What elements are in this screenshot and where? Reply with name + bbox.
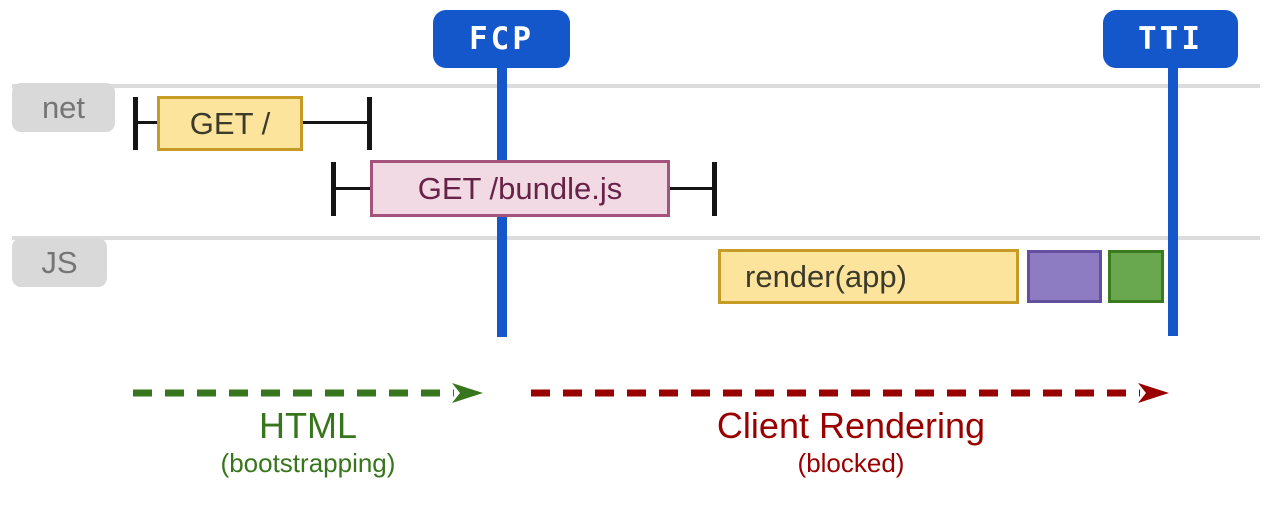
get-bundle-end-tick — [712, 162, 717, 216]
tti-badge: TTI — [1103, 10, 1238, 68]
phase-subtitle-client-rendering: (blocked) — [797, 448, 905, 478]
tti-marker-line — [1168, 62, 1178, 336]
get-root-end-tick — [367, 97, 372, 150]
phase-subtitle-html: (bootstrapping) — [220, 448, 396, 478]
net-lane-label: net — [12, 83, 115, 132]
request-box-get-bundle: GET /bundle.js — [370, 160, 670, 217]
net-lane-line — [12, 84, 1260, 88]
get-root-start-tick — [133, 97, 138, 150]
phase-label-html: HTML (bootstrapping) — [128, 405, 488, 479]
task-box-green — [1108, 250, 1164, 303]
request-box-get-bundle-label: GET /bundle.js — [417, 170, 623, 206]
html-phase-arrow — [133, 383, 483, 403]
task-box-render-app-label: render(app) — [745, 258, 907, 294]
phase-title-client-rendering: Client Rendering — [716, 405, 986, 446]
client-rendering-phase-arrow — [531, 383, 1169, 403]
get-bundle-start-tick — [331, 162, 336, 216]
net-lane-label-text: net — [41, 89, 86, 125]
js-lane-line — [12, 236, 1260, 240]
task-box-render-app: render(app) — [718, 249, 1019, 304]
request-box-get-root: GET / — [157, 96, 303, 151]
phase-title-html: HTML — [259, 405, 357, 446]
js-lane-label: JS — [12, 238, 107, 287]
fcp-badge-label: FCP — [469, 21, 534, 57]
request-box-get-root-label: GET / — [189, 105, 271, 141]
tti-badge-label: TTI — [1138, 21, 1203, 57]
right-arrowhead-icon — [1138, 383, 1169, 403]
fcp-badge: FCP — [433, 10, 570, 68]
phase-label-client-rendering: Client Rendering (blocked) — [526, 405, 1176, 479]
js-lane-label-text: JS — [41, 244, 78, 280]
task-box-purple — [1027, 250, 1102, 303]
right-arrowhead-icon — [452, 383, 483, 403]
